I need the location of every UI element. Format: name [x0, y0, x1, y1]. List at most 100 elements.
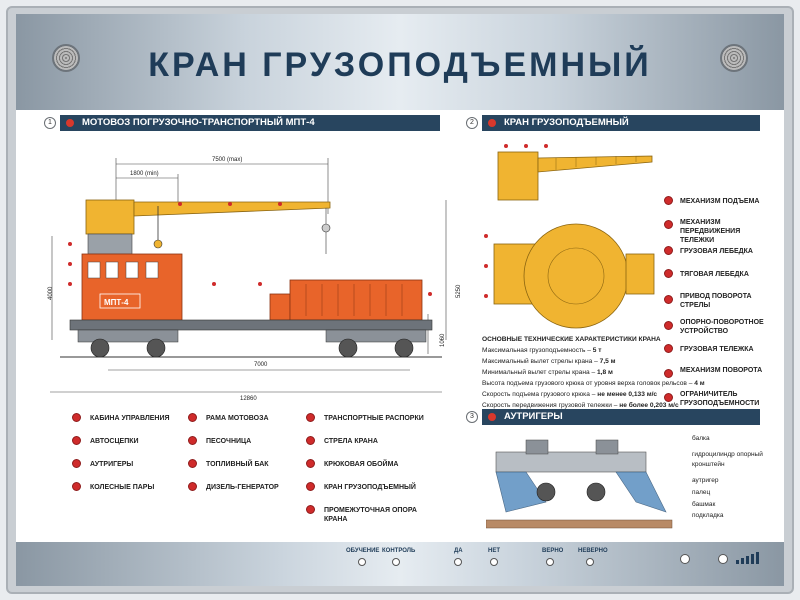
- section-bar-outriggers: АУТРИГЕРЫ: [482, 409, 760, 425]
- dim-12860: 12860: [240, 396, 257, 402]
- legend-dot-icon: [188, 459, 197, 468]
- dim-1060: 1060: [440, 333, 446, 347]
- specs-heading: ОСНОВНЫЕ ТЕХНИЧЕСКИЕ ХАРАКТЕРИСТИКИ КРАН…: [482, 336, 661, 343]
- outrigger-label: палец: [692, 489, 711, 496]
- legend-dot-icon: [664, 321, 673, 330]
- outrigger-drawing: [486, 439, 673, 529]
- section-label-crane: КРАН ГРУЗОПОДЪЕМНЫЙ: [504, 117, 629, 128]
- spec-line: Максимальная грузоподъемность – 5 т: [482, 347, 602, 354]
- legend-item: ГРУЗОВАЯ ТЕЛЕЖКА: [680, 346, 754, 353]
- legend-dot-icon: [306, 482, 315, 491]
- legend-dot-icon: [306, 459, 315, 468]
- crane-side-view: [497, 151, 653, 201]
- control-no-button[interactable]: [490, 558, 498, 566]
- legend-item: МЕХАНИЗМ ПЕРЕДВИЖЕНИЯ ТЕЛЕЖКИ: [680, 219, 741, 244]
- page-title: КРАН ГРУЗОПОДЪЕМНЫЙ: [148, 46, 652, 84]
- legend-item: ПЕСОЧНИЦА: [206, 438, 252, 445]
- control-test-button[interactable]: [392, 558, 400, 566]
- section-label-locomotive: МОТОВОЗ ПОГРУЗОЧНО-ТРАНСПОРТНЫЙ МПТ-4: [82, 117, 315, 128]
- legend-item: ТОПЛИВНЫЙ БАК: [206, 461, 269, 468]
- section-bar-locomotive: МОТОВОЗ ПОГРУЗОЧНО-ТРАНСПОРТНЫЙ МПТ-4: [60, 115, 440, 131]
- legend-item: КОЛЕСНЫЕ ПАРЫ: [90, 484, 155, 491]
- legend-dot-icon: [664, 246, 673, 255]
- dim-1800: 1800 (min): [130, 171, 159, 177]
- legend-dot-icon: [306, 413, 315, 422]
- outrigger-label: кронштейн: [692, 461, 725, 468]
- locomotive-label: МПТ-4: [104, 298, 129, 307]
- legend-item: ТЯГОВАЯ ЛЕБЕДКА: [680, 271, 749, 278]
- legend-dot-icon: [664, 295, 673, 304]
- legend-dot-icon: [188, 482, 197, 491]
- legend-dot-icon: [72, 459, 81, 468]
- legend-dot-icon: [306, 505, 315, 514]
- dim-4000: 4000: [48, 286, 54, 300]
- legend-item: ПРОМЕЖУТОЧНАЯ ОПОРА КРАНА: [324, 507, 417, 523]
- spec-line: Скорость передвижения грузовой тележки –…: [482, 402, 679, 409]
- control-no-label: НЕТ: [488, 548, 500, 554]
- legend-item: ДИЗЕЛЬ-ГЕНЕРАТОР: [206, 484, 279, 491]
- callout-markers: [484, 144, 548, 298]
- legend-dot-icon: [664, 196, 673, 205]
- outrigger-label: балка: [692, 435, 710, 442]
- dim-7500: 7500 (max): [212, 157, 242, 163]
- legend-dot-icon: [72, 413, 81, 422]
- section-dot-icon: [66, 119, 74, 127]
- legend-item: КРЮКОВАЯ ОБОЙМА: [324, 461, 399, 468]
- control-incorrect-button[interactable]: [586, 558, 594, 566]
- section-dot-icon: [488, 413, 496, 421]
- power-button[interactable]: [718, 554, 728, 564]
- outrigger-label: гидроцилиндр опорный: [692, 451, 763, 458]
- legend-dot-icon: [188, 413, 197, 422]
- section-label-outriggers: АУТРИГЕРЫ: [504, 411, 563, 422]
- volume-icon[interactable]: [736, 550, 764, 566]
- section-number-1: 1: [44, 117, 56, 129]
- spec-line: Высота подъема грузового крюка от уровня…: [482, 380, 705, 387]
- outrigger-label: подкладка: [692, 512, 724, 519]
- legend-item: СТРЕЛА КРАНА: [324, 438, 378, 445]
- locomotive-frame: [60, 319, 442, 358]
- control-yes-button[interactable]: [454, 558, 462, 566]
- legend-dot-icon: [664, 220, 673, 229]
- legend-item: КАБИНА УПРАВЛЕНИЯ: [90, 415, 170, 422]
- technical-specs: ОСНОВНЫЕ ТЕХНИЧЕСКИЕ ХАРАКТЕРИСТИКИ КРАН…: [482, 334, 705, 411]
- section-number-3: 3: [466, 411, 478, 423]
- control-incorrect-label: НЕВЕРНО: [578, 548, 608, 554]
- dimension-lines: [50, 158, 447, 393]
- control-correct-button[interactable]: [546, 558, 554, 566]
- spec-line: Минимальный вылет стрелы крана – 1,8 м: [482, 369, 613, 376]
- outrigger-label: аутригер: [692, 477, 719, 484]
- legend-item: ОПОРНО-ПОВОРОТНОЕ УСТРОЙСТВО: [680, 319, 764, 335]
- legend-item: МЕХАНИЗМ ПОДЪЕМА: [680, 198, 760, 205]
- legend-item: РАМА МОТОВОЗА: [206, 415, 269, 422]
- pause-button[interactable]: [680, 554, 690, 564]
- poster-board: КРАН ГРУЗОПОДЪЕМНЫЙ 1 МОТОВОЗ ПОГРУЗОЧНО…: [16, 14, 784, 586]
- control-test-label: КОНТРОЛЬ: [382, 548, 416, 554]
- legend-dot-icon: [72, 482, 81, 491]
- vent-left-icon: [52, 44, 80, 72]
- spec-line: Максимальный вылет стрелы крана – 7,5 м: [482, 358, 616, 365]
- legend-item: ПРИВОД ПОВОРОТА СТРЕЛЫ: [680, 293, 752, 309]
- legend-item: КРАН ГРУЗОПОДЪЕМНЫЙ: [324, 484, 416, 491]
- control-yes-label: ДА: [454, 548, 463, 554]
- control-learn-label: ОБУЧЕНИЕ: [346, 548, 380, 554]
- control-learn-button[interactable]: [358, 558, 366, 566]
- footer-bar: ОБУЧЕНИЕ КОНТРОЛЬ ДА НЕТ ВЕРНО НЕВЕРНО: [16, 542, 784, 586]
- spec-line: Скорость подъема грузового крюка – не ме…: [482, 391, 658, 398]
- legend-dot-icon: [664, 369, 673, 378]
- legend-item: ТРАНСПОРТНЫЕ РАСПОРКИ: [324, 415, 424, 422]
- control-cab: МПТ-4: [81, 233, 183, 321]
- legend-dot-icon: [188, 436, 197, 445]
- header-banner: КРАН ГРУЗОПОДЪЕМНЫЙ: [16, 14, 784, 110]
- callout-markers: [68, 202, 432, 296]
- engine-hood: [269, 279, 423, 321]
- legend-dot-icon: [664, 344, 673, 353]
- section-bar-crane: КРАН ГРУЗОПОДЪЕМНЫЙ: [482, 115, 760, 131]
- dim-5250: 5250: [456, 284, 460, 298]
- legend-item: АУТРИГЕРЫ: [90, 461, 134, 468]
- legend-item: ОГРАНИЧИТЕЛЬ ГРУЗОПОДЪЕМНОСТИ: [680, 391, 760, 407]
- legend-dot-icon: [306, 436, 315, 445]
- section-number-2: 2: [466, 117, 478, 129]
- crane-top-view: [493, 223, 655, 329]
- legend-item: ГРУЗОВАЯ ЛЕБЕДКА: [680, 248, 753, 255]
- legend-dot-icon: [664, 393, 673, 402]
